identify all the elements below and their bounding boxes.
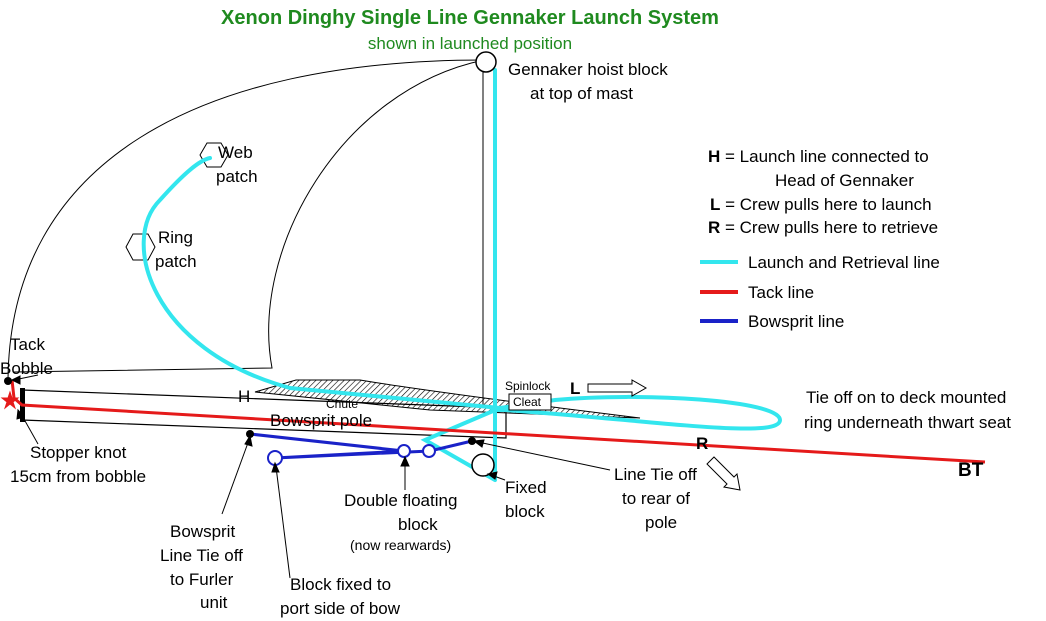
- label-l-marker: L: [570, 379, 580, 398]
- legend-label-tack: Tack line: [748, 283, 814, 302]
- label-double-block: Double floating: [344, 491, 457, 510]
- pointer-arrows: [10, 374, 611, 579]
- label-bowsprit-tie-4: unit: [200, 593, 228, 612]
- label-line-tie-3: pole: [645, 513, 677, 532]
- label-h-marker: H: [238, 387, 250, 406]
- launch-retrieval-line: [141, 68, 783, 482]
- label-line-tie-2: to rear of: [622, 489, 690, 508]
- key-h: H = Launch line connected to: [708, 147, 929, 166]
- spinlock-cleat-box: [508, 393, 552, 411]
- label-bowsprit-tie-2: Line Tie off: [160, 546, 243, 565]
- label-block-fixed: Block fixed to: [290, 575, 391, 594]
- label-block-fixed-2: port side of bow: [280, 599, 401, 618]
- label-fixed-block: Fixed: [505, 478, 547, 497]
- key-h-text-2: Head of Gennaker: [775, 171, 914, 190]
- label-stopper-2: 15cm from bobble: [10, 467, 146, 486]
- label-tie-off-2: ring underneath thwart seat: [804, 413, 1011, 432]
- legend-label-launch: Launch and Retrieval line: [748, 253, 940, 272]
- line-tie-dot: [468, 437, 476, 445]
- tack-line: [10, 379, 986, 464]
- label-web-patch: Web: [218, 143, 253, 162]
- label-chute: Chute: [326, 397, 358, 411]
- label-cleat: Cleat: [513, 395, 542, 409]
- bowsprit-tie-dot: [246, 430, 254, 438]
- label-double-block-2: block: [398, 515, 438, 534]
- key-r-letter: R: [708, 218, 720, 237]
- fixed-block: [471, 453, 495, 477]
- key-l-text: = Crew pulls here to launch: [720, 195, 931, 214]
- sail-outline-inner: [13, 59, 485, 373]
- label-stopper: Stopper knot: [30, 443, 127, 462]
- label-spinlock: Spinlock: [505, 379, 551, 393]
- diagram-title: Xenon Dinghy Single Line Gennaker Launch…: [221, 7, 719, 29]
- label-web-patch-2: patch: [216, 167, 258, 186]
- label-fixed-block-2: block: [505, 502, 545, 521]
- label-bowsprit-tie-3: to Furler: [170, 570, 234, 589]
- diagram-subtitle: shown in launched position: [368, 34, 572, 53]
- key-r: R = Crew pulls here to retrieve: [708, 218, 938, 237]
- label-line-tie: Line Tie off: [614, 465, 697, 484]
- key-h-text: = Launch line connected to: [720, 147, 928, 166]
- r-arrow: [706, 456, 741, 491]
- label-tie-off: Tie off on to deck mounted: [806, 388, 1006, 407]
- key-h-letter: H: [708, 147, 720, 166]
- label-double-block-3: (now rearwards): [350, 537, 451, 553]
- legend-label-bowsprit: Bowsprit line: [748, 312, 844, 331]
- key-l: L = Crew pulls here to launch: [710, 195, 932, 214]
- label-r-marker: R: [696, 434, 708, 453]
- double-floating-block-b: [422, 444, 436, 458]
- label-hoist-block-2: at top of mast: [530, 84, 633, 103]
- web-patch-hexagon: [199, 142, 229, 168]
- l-arrow: [587, 379, 648, 397]
- key-r-text: = Crew pulls here to retrieve: [720, 218, 938, 237]
- label-ring-patch: Ring: [158, 228, 193, 247]
- label-tack-bobble: Tack: [10, 335, 45, 354]
- key-l-letter: L: [710, 195, 720, 214]
- label-bt: BT: [958, 460, 984, 481]
- double-floating-block-a: [397, 444, 411, 458]
- tack-bobble-dot: [4, 377, 12, 385]
- label-tack-bobble-2: Bobble: [0, 359, 53, 378]
- label-ring-patch-2: patch: [155, 252, 197, 271]
- hoist-block: [475, 51, 497, 73]
- ring-patch-hexagon: [125, 233, 156, 261]
- sail-outline-outer: [7, 59, 485, 381]
- tack-star: [0, 390, 20, 410]
- legend: Launch and Retrieval line Tack line Bows…: [700, 253, 940, 331]
- label-bowsprit-pole: Bowsprit pole: [270, 411, 372, 430]
- label-hoist-block: Gennaker hoist block: [508, 60, 668, 79]
- label-bowsprit-tie: Bowsprit: [170, 522, 235, 541]
